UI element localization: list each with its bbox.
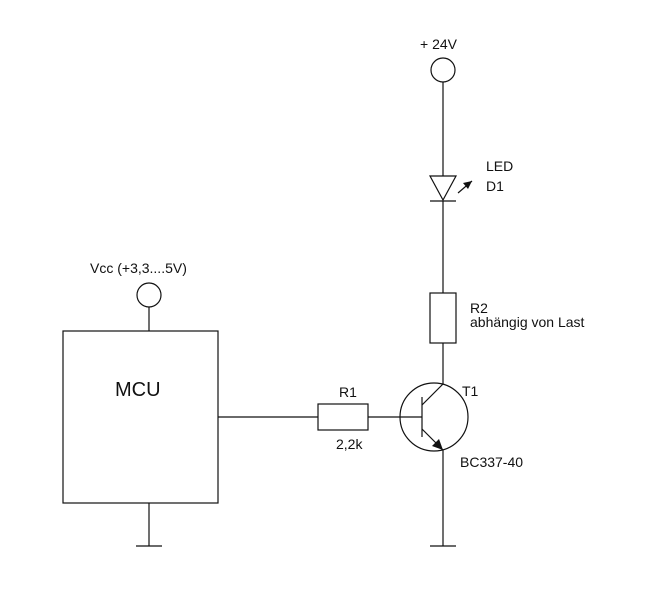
- r1-value: 2,2k: [336, 436, 363, 452]
- led-triangle: [428, 175, 458, 202]
- supply-24v-terminal: [430, 57, 456, 83]
- vcc-label: Vcc (+3,3....5V): [90, 260, 187, 276]
- transistor-collector-lead: [421, 383, 444, 406]
- transistor-emitter-arrow: [432, 439, 443, 450]
- led-arrow-head: [463, 181, 472, 189]
- d1-label: D1: [486, 178, 504, 194]
- led-label: LED: [486, 158, 513, 174]
- transistor-type-label: BC337-40: [460, 454, 523, 470]
- r1-label: R1: [339, 384, 357, 400]
- mcu-label: MCU: [115, 379, 161, 401]
- resistor-r2: [429, 292, 457, 344]
- vcc-terminal-circle: [136, 282, 162, 308]
- led-d1-symbol: [428, 175, 473, 202]
- resistor-r1: [317, 403, 369, 431]
- t1-label: T1: [462, 383, 479, 399]
- r2-note: abhängig von Last: [470, 314, 585, 330]
- supply-24v-label: + 24V: [420, 36, 458, 52]
- r2-label: R2: [470, 300, 488, 316]
- mcu-box: [62, 330, 219, 504]
- supply-24v-circle: [430, 57, 456, 83]
